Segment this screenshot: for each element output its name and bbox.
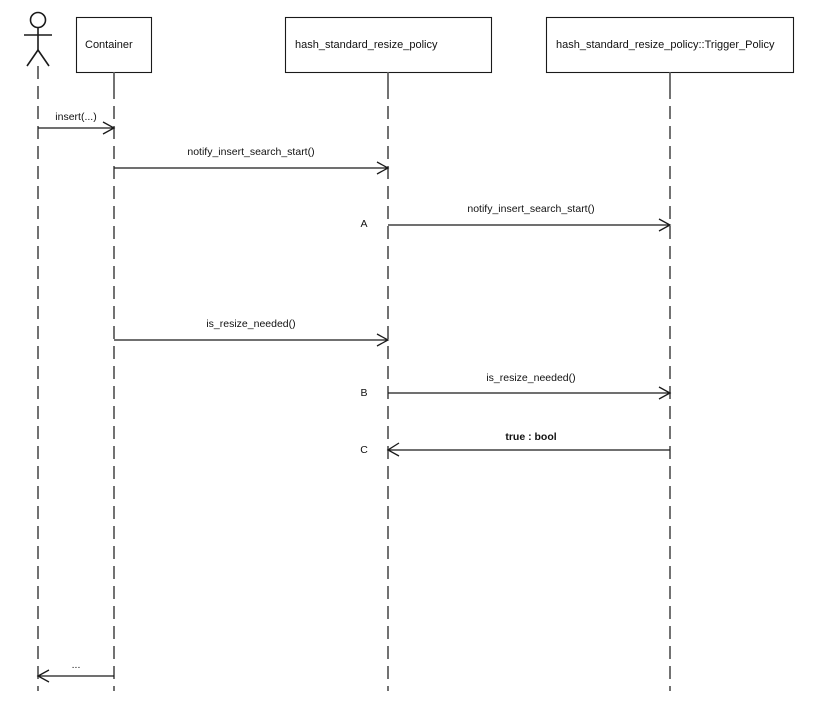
participant-label-policy: hash_standard_resize_policy (295, 39, 438, 51)
participant-trigger[interactable]: hash_standard_resize_policy::Trigger_Pol… (545, 16, 795, 692)
actor-leg-right-icon (37, 49, 50, 67)
arrowhead-right-icon (376, 161, 390, 175)
participant-policy[interactable]: hash_standard_resize_policy (284, 16, 493, 692)
message-label-return-ellipsis: ... (72, 659, 81, 671)
participant-box-trigger[interactable] (545, 16, 795, 74)
arrowhead-right-icon (102, 121, 116, 135)
participant-box-policy[interactable] (284, 16, 493, 74)
message-label-notify-2: notify_insert_search_start() (467, 203, 594, 215)
arrowhead-right-icon (376, 333, 390, 347)
participant-label-container: Container (85, 39, 133, 51)
arrowhead-right-icon (658, 386, 672, 400)
actor-figure[interactable] (24, 11, 52, 67)
participant-label-trigger: hash_standard_resize_policy::Trigger_Pol… (556, 39, 775, 51)
message-label-return-true-bool: true : bool (505, 431, 556, 443)
message-return-ellipsis[interactable]: ... (36, 659, 114, 683)
message-label-insert: insert(...) (55, 111, 96, 123)
arrowhead-right-icon (658, 218, 672, 232)
step-marker-b: B (360, 387, 367, 399)
actor-leg-left-icon (26, 49, 39, 67)
arrowhead-left-icon (386, 442, 400, 457)
participant-container[interactable]: Container (75, 16, 153, 692)
step-marker-c: C (360, 444, 368, 456)
message-notify-insert-search-start-2[interactable]: A notify_insert_search_start() (360, 203, 672, 232)
message-is-resize-needed-2[interactable]: B is_resize_needed() (360, 372, 672, 400)
message-notify-insert-search-start-1[interactable]: notify_insert_search_start() (114, 146, 390, 175)
message-return-true-bool[interactable]: C true : bool (360, 431, 670, 457)
message-label-notify-1: notify_insert_search_start() (187, 146, 314, 158)
message-label-resize-2: is_resize_needed() (486, 372, 575, 384)
message-is-resize-needed-1[interactable]: is_resize_needed() (114, 318, 390, 347)
actor-head-icon (29, 11, 47, 29)
message-label-resize-1: is_resize_needed() (206, 318, 295, 330)
participant-box-container[interactable] (75, 16, 153, 74)
arrowhead-left-icon (36, 669, 50, 683)
message-insert[interactable]: insert(...) (38, 111, 116, 135)
step-marker-a: A (360, 218, 367, 230)
